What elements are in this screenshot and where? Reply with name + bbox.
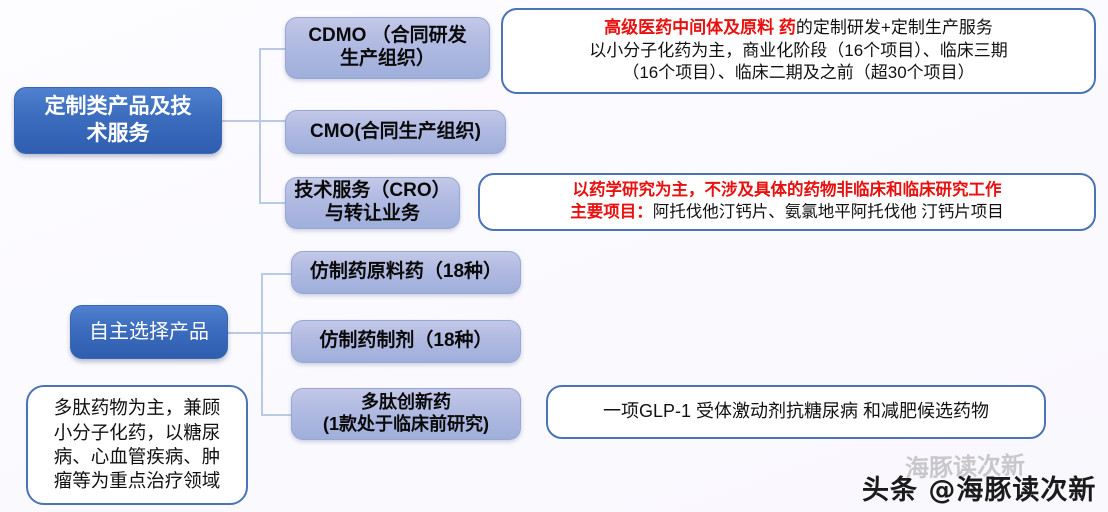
connector-g1-branch-1 [259,48,287,50]
branch-node-generic-api[interactable]: 仿制药原料药（18种） [291,251,521,294]
branch-node-cmo[interactable]: CMO(合同生产组织) [285,110,506,154]
root-node-self-selected-products[interactable]: 自主选择产品 [70,305,228,359]
connector-g2-branch-3 [261,414,291,416]
connector-g2-root-stem [228,332,262,334]
callout-focus-line3: 病、心血管疾病、肿 [53,446,221,467]
connector-g1-root-stem [222,120,260,122]
connector-g2-branch-2 [261,332,291,334]
branch-node-generic-formulation-label: 仿制药制剂（18种） [319,330,493,352]
callout-peptide-detail: 一项GLP-1 受体激动剂抗糖尿病 和减肥候选药物 [546,385,1046,439]
callout-cdmo-line1: 高级医药中间体及原料 药的定制研发+定制生产服务 [589,17,1007,39]
connector-g1-branch-3 [259,202,287,204]
connector-g2-branch-1 [261,273,291,275]
callout-cdmo-line2: 以小分子化药为主，商业化阶段（16个项目）、临床三期 [589,40,1008,60]
callout-cro-detail: 以药学研究为主，不涉及具体的药物非临床和临床研究工作 主要项目：阿托伐他汀钙片、… [478,173,1096,231]
callout-cro-line2-highlight: 主要项目： [570,203,653,221]
callout-cdmo-line1-highlight: 高级医药中间体及原料 药 [604,18,796,38]
callout-focus-line4: 瘤等为重点治疗领域 [53,470,221,492]
root-node-custom-products-label: 定制类产品及技 术服务 [44,95,192,145]
branch-node-cro-label: 技术服务（CRO） 与转让业务 [294,180,451,224]
callout-cro-line1: 以药学研究为主，不涉及具体的药物非临床和临床研究工作 [572,181,1002,200]
callout-focus-areas: 多肽药物为主，兼顾 小分子化药，以糖尿 病、心血管疾病、肿 瘤等为重点治疗领域 [26,385,248,505]
connector-g1-branch-2 [259,120,287,122]
root-node-custom-products[interactable]: 定制类产品及技 术服务 [14,87,222,154]
callout-cdmo-line3: （16个项目）、临床二期及之前（超30个项目） [622,63,975,83]
branch-node-cdmo[interactable]: CDMO （合同研发 生产组织） [285,17,490,79]
callout-peptide-text: 一项GLP-1 受体激动剂抗糖尿病 和减肥候选药物 [602,401,990,422]
branch-node-peptide-innovative[interactable]: 多肽创新药 (1款处于临床前研究) [291,388,521,440]
branch-node-cro[interactable]: 技术服务（CRO） 与转让业务 [285,177,460,229]
callout-cro-line2: 主要项目：阿托伐他汀钙片、氨氯地平阿托伐他 汀钙片项目 [570,202,1004,224]
callout-cro-line2-rest: 阿托伐他汀钙片、氨氯地平阿托伐他 汀钙片项目 [652,203,1004,221]
connector-g2-spine [261,273,263,415]
connector-g1-spine [259,48,261,203]
branch-node-peptide-innovative-label: 多肽创新药 (1款处于临床前研究) [323,392,489,434]
root-node-self-selected-products-label: 自主选择产品 [89,320,209,343]
callout-cdmo-detail: 高级医药中间体及原料 药的定制研发+定制生产服务 以小分子化药为主，商业化阶段（… [501,8,1096,94]
branch-node-generic-formulation[interactable]: 仿制药制剂（18种） [291,320,521,363]
callout-focus-line1: 多肽药物为主，兼顾 [53,397,221,419]
callout-cdmo-line1-rest: 的定制研发+定制生产服务 [795,18,993,38]
branch-node-cdmo-label: CDMO （合同研发 生产组织） [308,25,467,69]
branch-node-cmo-label: CMO(合同生产组织) [310,120,481,142]
callout-focus-line2: 小分子化药，以糖尿 [53,421,221,443]
watermark-toutiao-handle: 头条 @海豚读次新 [862,475,1097,506]
branch-node-generic-api-label: 仿制药原料药（18种） [309,261,503,283]
